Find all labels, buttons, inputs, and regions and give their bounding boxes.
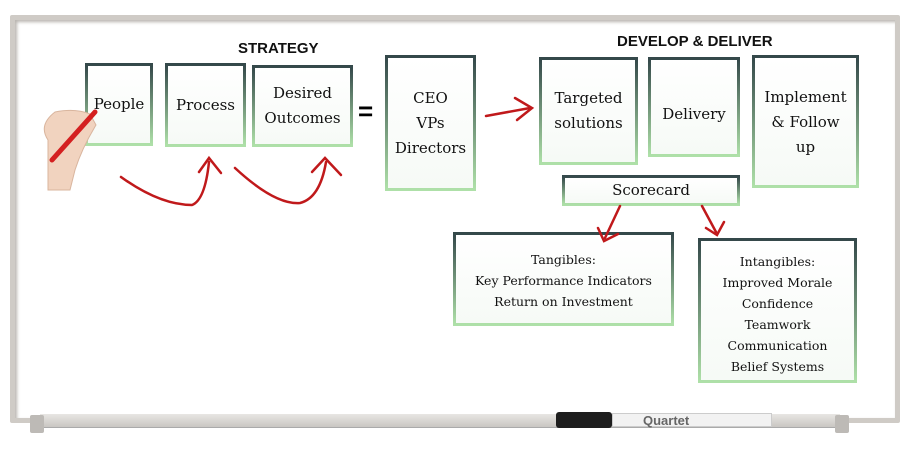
arrow-head (310, 156, 343, 177)
box-label: Desired (272, 84, 333, 102)
box-label: Tangibles: (531, 252, 596, 267)
tray-foot (835, 415, 849, 433)
arrow-head (596, 226, 620, 243)
arrow-head (704, 220, 726, 237)
down-arrow (603, 204, 622, 240)
curved-arrow (119, 160, 211, 207)
targeted-solutions-box: Targeted solutions (539, 57, 638, 165)
scorecard-box: Scorecard (562, 175, 740, 206)
box-label: Targeted (554, 89, 623, 107)
box-label: Confidence (741, 296, 814, 311)
marker-brand: Quartet (612, 413, 772, 428)
box-label: Implement (764, 88, 847, 106)
curved-arrow (233, 160, 328, 205)
box-label: Outcomes (264, 109, 341, 127)
tray-foot (30, 415, 44, 433)
box-label: Delivery (662, 105, 726, 123)
down-arrow (700, 204, 718, 234)
strategy-heading: STRATEGY (238, 40, 319, 57)
box-label: solutions (554, 114, 623, 132)
arrow-head (513, 96, 535, 122)
arrow-head (197, 155, 223, 175)
box-label: People (93, 95, 145, 113)
box-label: VPs (416, 114, 445, 132)
marker-cap (556, 412, 612, 428)
box-label: Communication (727, 338, 828, 353)
implement-box: Implement & Follow up (752, 55, 859, 188)
right-arrow (484, 106, 532, 118)
box-label: & Follow (771, 113, 840, 131)
people-box: People (85, 63, 153, 146)
box-label: up (795, 138, 816, 156)
box-label: Intangibles: (739, 254, 816, 269)
box-label: CEO (413, 89, 448, 107)
box-label: Belief Systems (730, 359, 825, 374)
delivery-box: Delivery (648, 57, 740, 157)
box-label: Process (176, 95, 235, 114)
box-label: Teamwork (744, 317, 811, 332)
hand-with-marker (43, 109, 98, 191)
develop-deliver-heading: DEVELOP & DELIVER (617, 33, 773, 50)
box-label: Scorecard (612, 181, 690, 199)
box-label: Key Performance Indicators (475, 273, 652, 288)
equals-sign: = (358, 96, 374, 126)
box-label: Directors (394, 139, 467, 157)
process-box: Process (165, 63, 246, 147)
box-label: Improved Morale (722, 275, 833, 290)
box-label: Return on Investment (494, 294, 633, 309)
